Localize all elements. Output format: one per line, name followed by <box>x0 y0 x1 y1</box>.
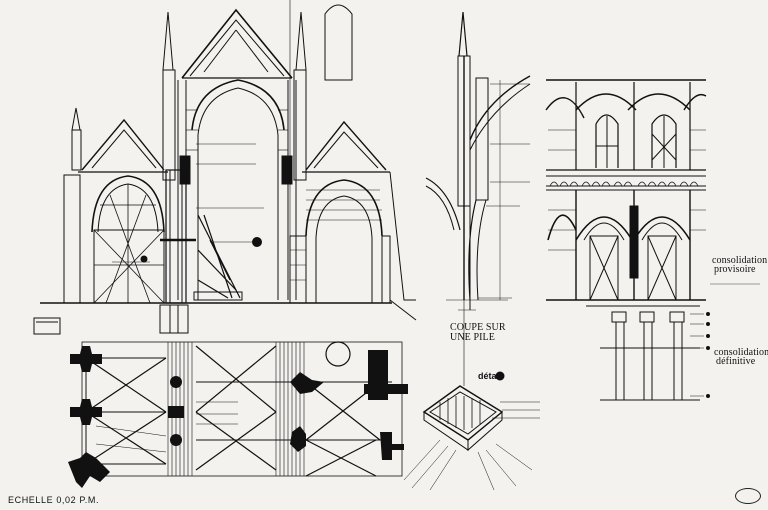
provisional-line1: consolidation <box>712 255 768 266</box>
vault-plan <box>68 341 408 488</box>
definitive-line2: définitive <box>716 356 756 367</box>
provisional-line2: provisoire <box>714 264 756 275</box>
definitive-line1: consolidation <box>714 347 768 358</box>
detail-drawing <box>403 371 540 491</box>
section-caption-line2: UNE PILE <box>450 332 495 343</box>
interior-elevation <box>545 79 760 401</box>
section-caption-line1: COUPE SUR <box>450 322 506 333</box>
archive-stamp <box>735 488 761 504</box>
pier-section <box>425 11 531 386</box>
detail-label: détail <box>478 371 502 381</box>
scale-label: ECHELLE 0,02 P.M. <box>8 495 100 505</box>
transverse-section <box>33 0 417 335</box>
